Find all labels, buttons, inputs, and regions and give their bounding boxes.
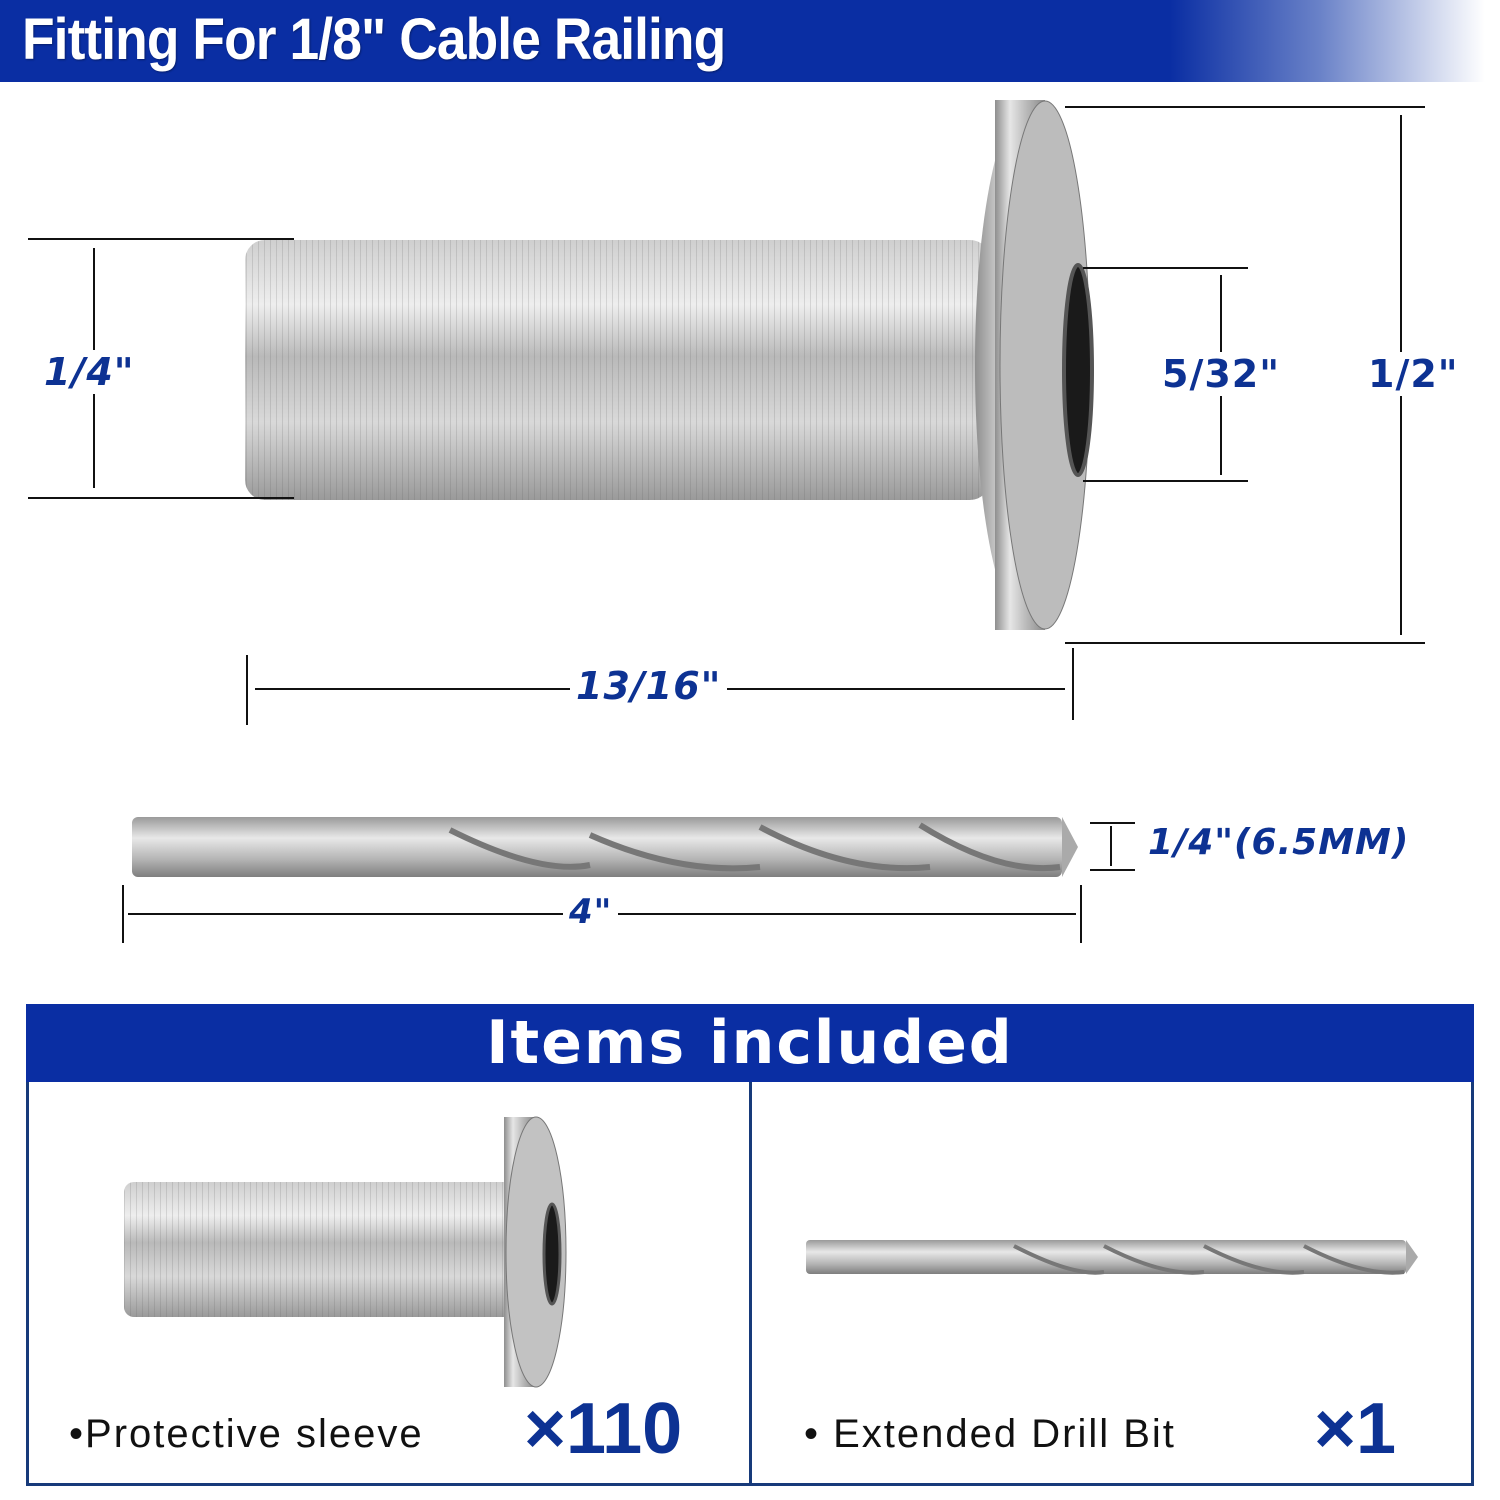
title-banner: Fitting For 1/8" Cable Railing xyxy=(0,0,1500,82)
dim-line xyxy=(1080,885,1082,943)
drill-thumbnail xyxy=(806,1240,1418,1275)
dim-line xyxy=(122,885,124,943)
item-label-sleeve: •Protective sleeve xyxy=(69,1412,424,1456)
page-title: Fitting For 1/8" Cable Railing xyxy=(22,7,726,72)
drill-bit-illustration xyxy=(132,817,1078,877)
item-qty-drill: ×1 xyxy=(1314,1389,1397,1469)
dim-line xyxy=(1072,648,1074,720)
dim-line xyxy=(28,238,294,240)
dim-line xyxy=(1083,267,1248,269)
length-label: 13/16" xyxy=(570,664,728,708)
item-qty-sleeve: ×110 xyxy=(524,1389,683,1469)
items-included-box: •Protective sleeve ×110 • Extended Drill… xyxy=(26,1082,1474,1486)
dim-arrow xyxy=(1110,826,1112,866)
flange-diameter-label: 1/2" xyxy=(1362,352,1465,396)
dim-line xyxy=(246,655,248,725)
bullet: • xyxy=(804,1412,834,1456)
dim-line xyxy=(28,497,294,499)
tube-diameter-label: 1/4" xyxy=(38,350,141,394)
dim-line xyxy=(1083,480,1248,482)
bullet: • xyxy=(69,1412,86,1456)
hole-diameter-label: 5/32" xyxy=(1156,352,1286,396)
sleeve-thumbnail xyxy=(124,1116,567,1388)
dim-line xyxy=(1090,822,1135,824)
items-included-title: Items included xyxy=(486,1008,1014,1078)
item-label-drill: • Extended Drill Bit xyxy=(804,1412,1176,1456)
items-included-header: Items included xyxy=(26,1004,1474,1082)
dim-line xyxy=(1065,642,1425,644)
protective-sleeve-illustration xyxy=(245,100,1094,630)
drill-diameter-label: 1/4"(6.5MM) xyxy=(1142,822,1416,863)
dim-line xyxy=(1065,106,1425,108)
items-divider xyxy=(749,1082,752,1483)
dim-line xyxy=(1090,869,1135,871)
drill-length-label: 4" xyxy=(563,892,619,932)
